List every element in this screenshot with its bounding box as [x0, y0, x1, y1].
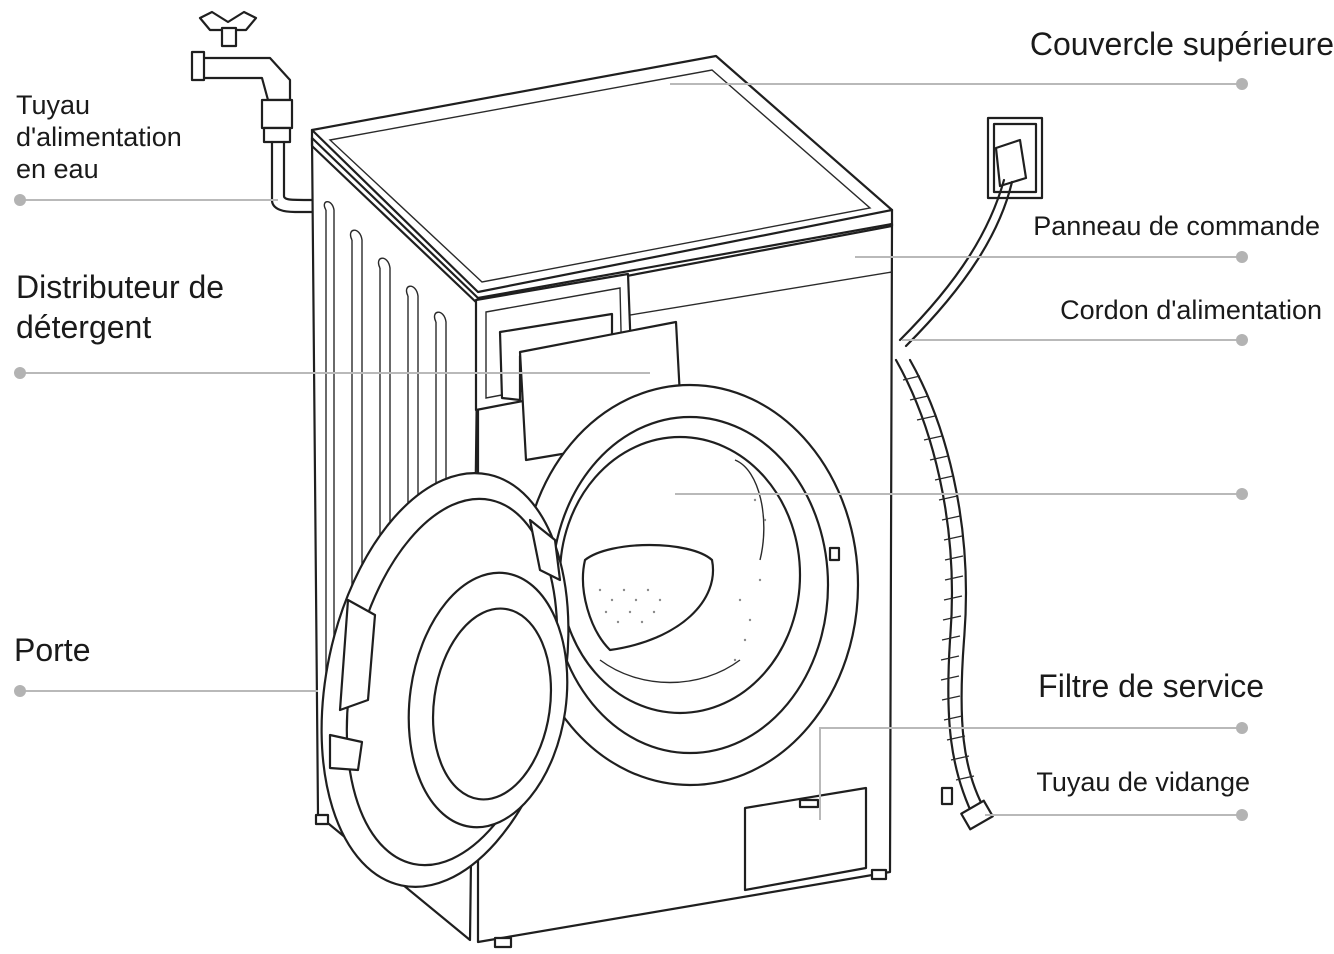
leader-service-filter [819, 727, 1242, 820]
label-service-filter: Filtre de service [1038, 668, 1264, 704]
label-power-cord: Cordon d'alimentation [1060, 295, 1322, 325]
water-hose [270, 140, 314, 214]
top-cover-inner [328, 69, 872, 283]
power-socket [986, 116, 1044, 200]
label-control-panel: Panneau de commande [1033, 211, 1320, 241]
door-lock [828, 546, 841, 562]
drum-lifter [581, 543, 715, 652]
foot [870, 868, 888, 881]
power-cord [898, 178, 1006, 342]
label-water-hose: Tuyau d'alimentation en eau [16, 90, 182, 184]
label-drain-hose: Tuyau de vidange [1036, 767, 1250, 797]
door-handle [338, 598, 377, 712]
foot [493, 936, 513, 949]
label-top-cover: Couvercle supérieure [1029, 26, 1334, 62]
leader-lines [14, 78, 1248, 821]
drain-hose [894, 358, 994, 831]
washing-machine [310, 54, 894, 949]
label-detergent-dispenser: Distributeur de détergent [16, 269, 225, 345]
label-door: Porte [14, 632, 91, 668]
door [320, 472, 570, 888]
foot [314, 813, 330, 826]
service-filter-cover [743, 786, 868, 892]
water-tap [190, 10, 314, 214]
drum-perforations [598, 498, 767, 662]
